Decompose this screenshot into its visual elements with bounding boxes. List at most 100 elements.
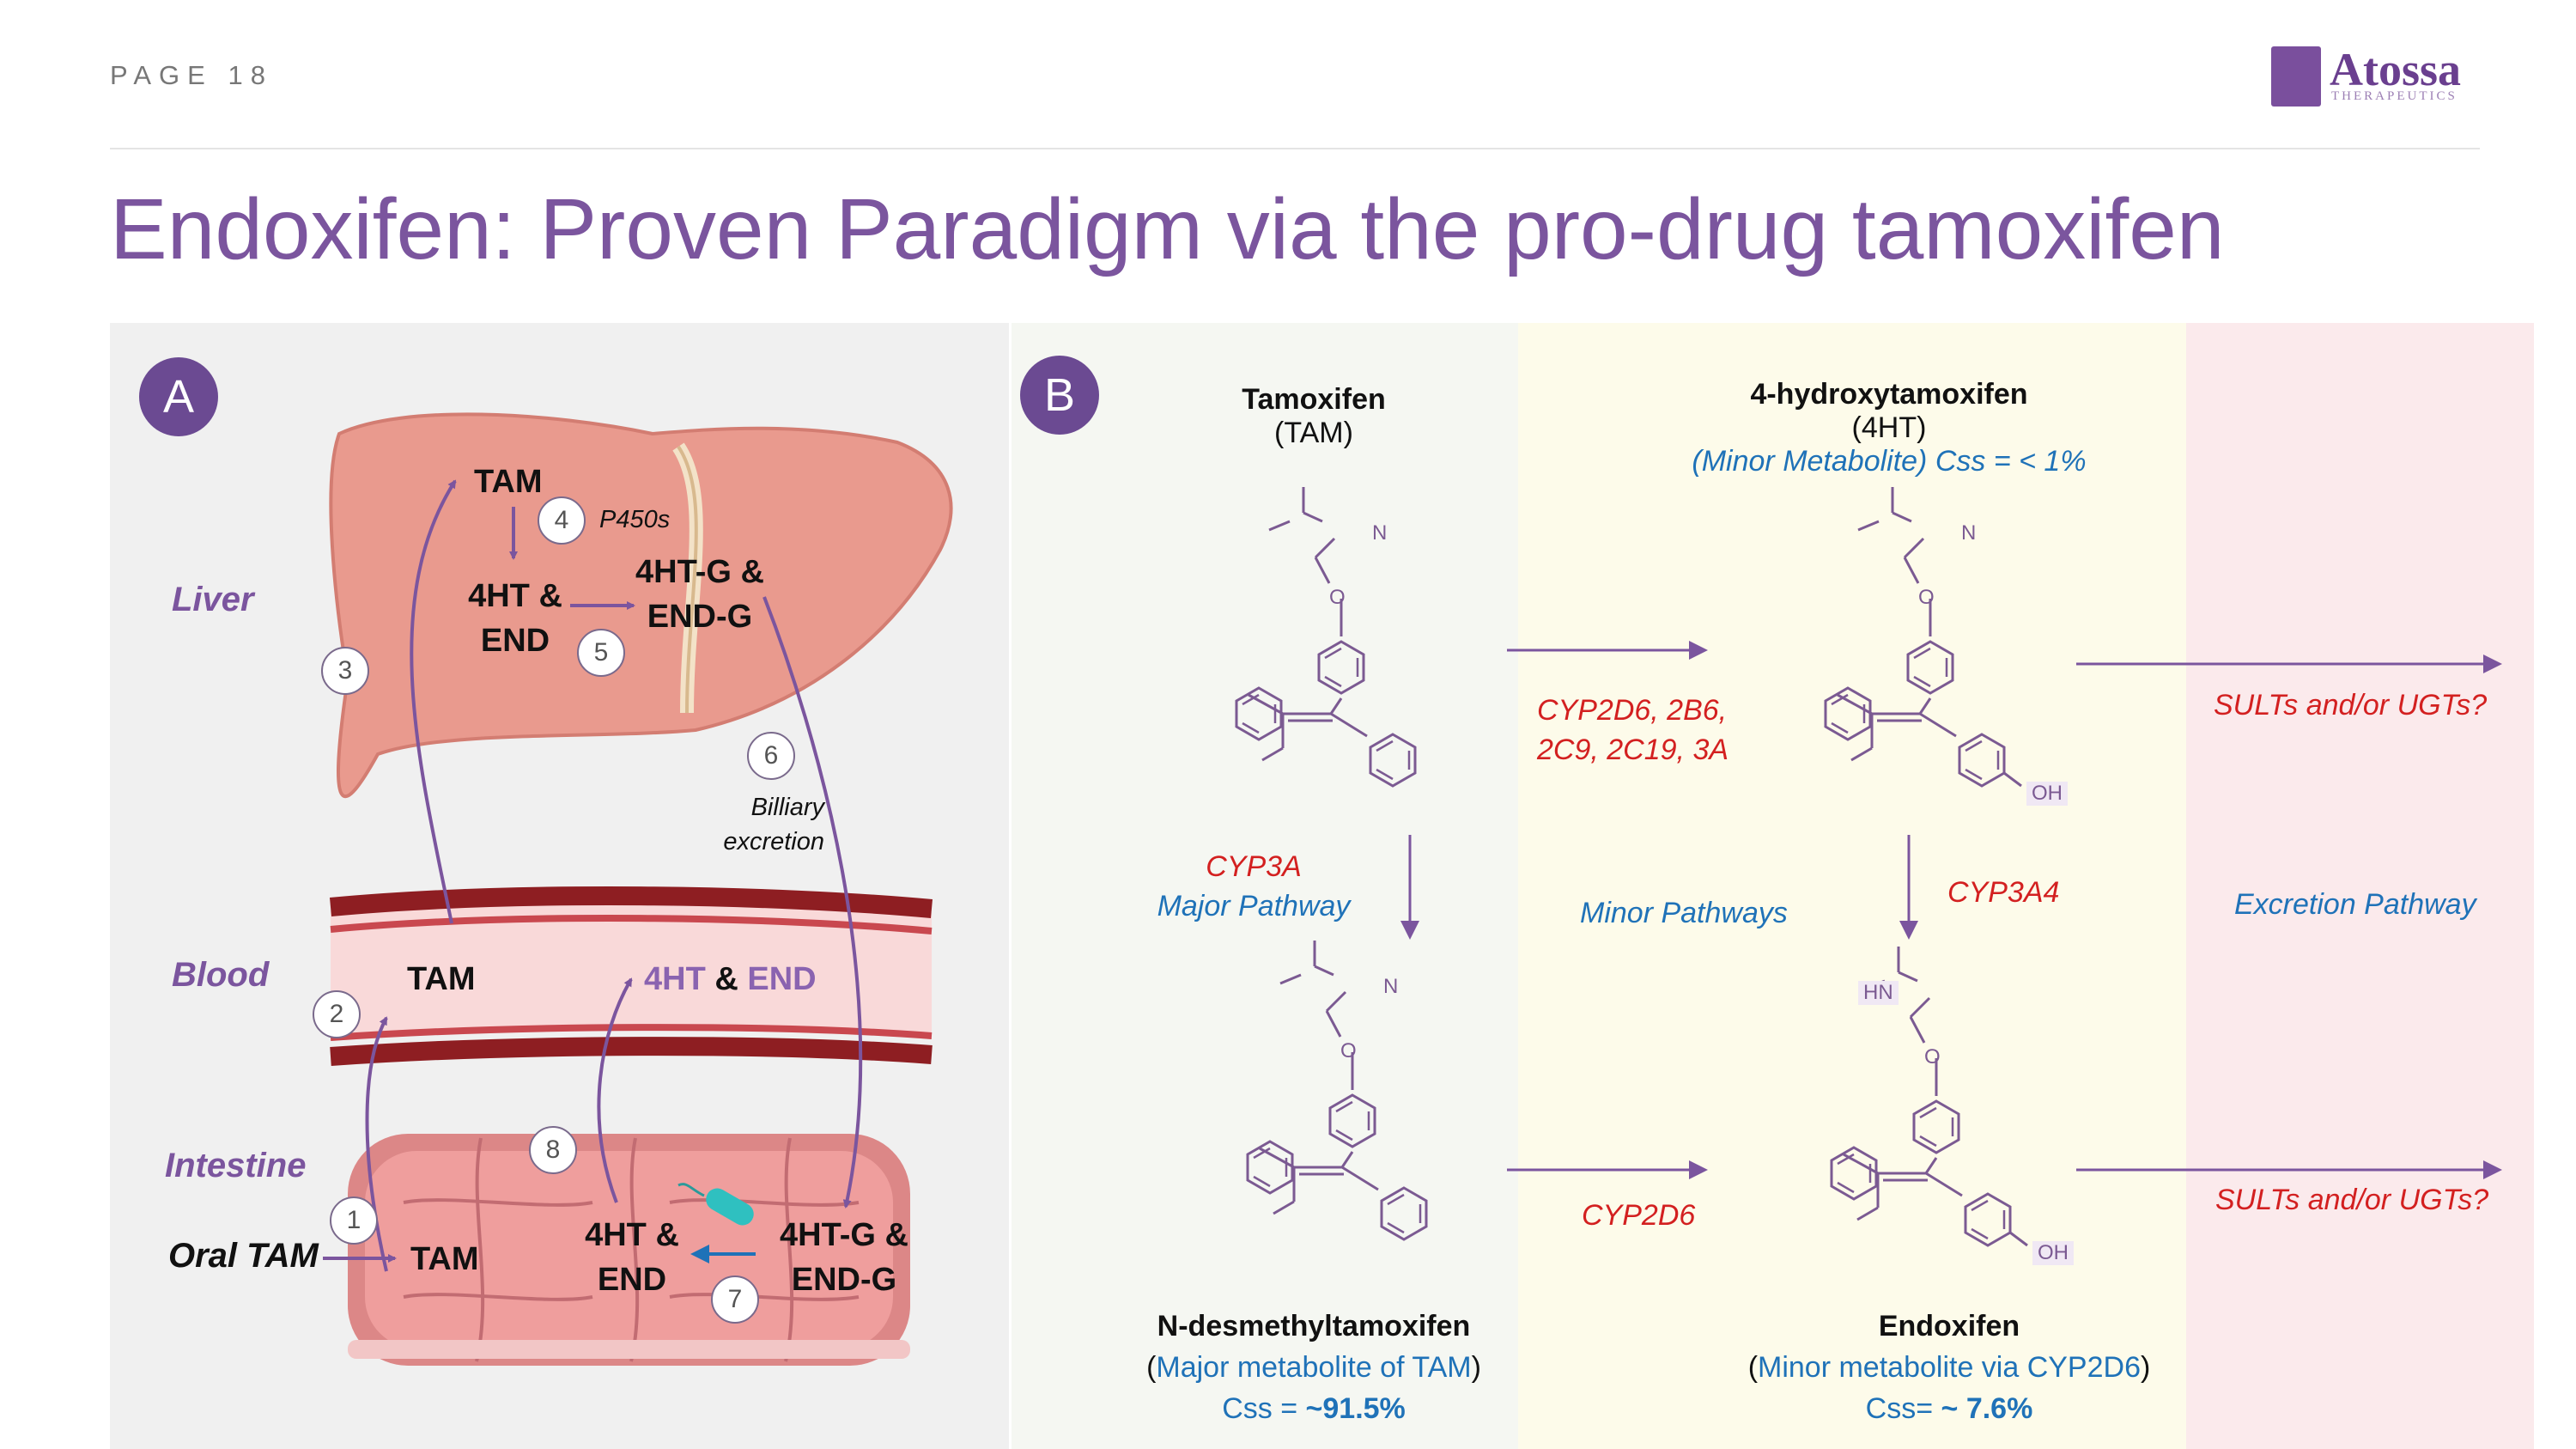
intestine-tam-label: TAM (410, 1241, 479, 1277)
endoxifen-name: Endoxifen (1878, 1310, 2020, 1342)
hydroxytamoxifen-structure (1824, 485, 2022, 788)
intestine-metabolites-line-1: 4HT & (585, 1217, 679, 1253)
liver-metabolites-line-2: END (480, 623, 550, 659)
intestine-glucuronides-line-2: END-G (791, 1262, 897, 1298)
biliary-excretion-label: Billiary excretion (670, 790, 824, 859)
hydroxytamoxifen-abbr: (4HT) (1851, 411, 1927, 444)
tam-o-atom: O (1329, 586, 1346, 609)
blood-4ht-text: 4HT (644, 961, 706, 997)
hydroxy-oh-group: OH (2026, 782, 2068, 806)
ndm-label: N-desmethyltamoxifen (Major metabolite o… (1073, 1306, 1554, 1429)
liver-glucuronides-line-1: 4HT-G & (635, 554, 764, 590)
ndm-css-label: Css = (1222, 1392, 1306, 1425)
enzyme-cyp3a4: CYP3A4 (1947, 876, 2060, 909)
panel-b-column-3 (2186, 323, 2534, 1449)
endoxifen-description-text: Minor metabolite via CYP2D6 (1758, 1351, 2141, 1384)
intestine-illustration (348, 1134, 910, 1366)
endoxifen-structure (1830, 945, 2028, 1247)
tamoxifen-abbr: (TAM) (1274, 417, 1353, 449)
tamoxifen-name: Tamoxifen (1242, 383, 1386, 416)
endoxifen-label: Endoxifen (Minor metabolite via CYP2D6) … (1692, 1306, 2207, 1429)
blood-vessel-illustration (329, 886, 933, 1066)
panel-b-badge: B (1020, 356, 1099, 435)
enzyme-cyp2d6: CYP2D6 (1582, 1199, 1696, 1232)
pathway-minor: Minor Pathways (1580, 897, 1788, 929)
panel-b-column-2 (1518, 323, 2186, 1449)
atossa-logo: Atossa THERAPEUTICS (2271, 44, 2477, 110)
ndm-css-value: ~91.5% (1305, 1392, 1406, 1425)
major-pathway-label: CYP3A Major Pathway (1133, 847, 1374, 926)
endoxifen-hn-group: HN (1858, 981, 1899, 1005)
p450-label: P450s (599, 506, 671, 533)
ndm-n-atom: N (1383, 975, 1399, 998)
liver-illustration (329, 412, 953, 799)
header-divider (110, 148, 2480, 149)
region-blood-label: Blood (172, 956, 270, 994)
pathway-major: Major Pathway (1157, 890, 1351, 922)
ndm-paren-open: ( (1146, 1351, 1157, 1384)
n-desmethyltamoxifen-structure (1246, 939, 1428, 1241)
logo-subtitle: THERAPEUTICS (2331, 89, 2458, 103)
hydroxytamoxifen-note: (Minor Metabolite) Css = < 1% (1692, 445, 2087, 478)
intestine-metabolites-line-2: END (597, 1262, 667, 1298)
step-7-marker: 7 (711, 1275, 759, 1324)
blood-metabolites-label: 4HT & END (644, 957, 817, 1002)
step-4-marker: 4 (538, 496, 586, 545)
enzyme-sult-bottom: SULTs and/or UGTs? (2215, 1184, 2489, 1216)
region-liver-label: Liver (172, 581, 254, 618)
ndm-css: Css = ~91.5% (1073, 1388, 1554, 1429)
step-8-marker: 8 (529, 1126, 577, 1174)
ndm-name: N-desmethyltamoxifen (1157, 1310, 1471, 1342)
tamoxifen-structure (1235, 485, 1417, 788)
ndm-description-text: Major metabolite of TAM (1156, 1351, 1472, 1384)
ndm-o-atom: O (1340, 1039, 1357, 1062)
intestine-metabolites-label: 4HT & END (572, 1213, 692, 1302)
enzyme-top-line-1: CYP2D6, 2B6, (1537, 694, 1728, 727)
intestine-glucuronides-label: 4HT-G & END-G (762, 1213, 926, 1302)
page-label: PAGE 18 (110, 60, 273, 90)
hydroxytamoxifen-label: 4-hydroxytamoxifen (4HT) (Minor Metaboli… (1631, 378, 2147, 478)
liver-metabolites-label: 4HT & END (455, 574, 575, 663)
hydroxy-n-atom: N (1961, 521, 1977, 545)
blood-end-text: END (747, 961, 817, 997)
step-1-marker: 1 (330, 1196, 378, 1245)
endoxifen-css-label: Css= (1865, 1392, 1941, 1425)
liver-tam-label: TAM (474, 464, 543, 500)
endoxifen-oh-group: OH (2032, 1241, 2074, 1265)
biliary-line-2: excretion (723, 828, 824, 855)
enzyme-cyp3a: CYP3A (1206, 850, 1302, 883)
enzyme-top-line-2: 2C9, 2C19, 3A (1537, 734, 1729, 766)
step-3-marker: 3 (321, 647, 369, 695)
liver-glucuronides-line-2: END-G (647, 599, 753, 635)
pathway-excretion: Excretion Pathway (2234, 888, 2476, 921)
step-6-marker: 6 (747, 732, 795, 780)
logo-mark-icon (2271, 46, 2321, 107)
endoxifen-o-atom: O (1924, 1045, 1941, 1068)
endoxifen-paren-open: ( (1747, 1351, 1759, 1384)
page-title: Endoxifen: Proven Paradigm via the pro-d… (110, 181, 2225, 277)
step-2-marker: 2 (313, 990, 361, 1038)
enzyme-sult-top: SULTs and/or UGTs? (2214, 689, 2488, 721)
step-5-marker: 5 (577, 629, 625, 677)
biliary-line-1: Billiary (750, 794, 824, 821)
panel-a-badge: A (139, 357, 218, 436)
panel-b-column-1 (1012, 323, 1518, 1449)
hydroxytamoxifen-name: 4-hydroxytamoxifen (1750, 378, 2028, 411)
endoxifen-css: Css= ~ 7.6% (1692, 1388, 2207, 1429)
liver-glucuronides-label: 4HT-G & END-G (618, 550, 781, 639)
endoxifen-description: (Minor metabolite via CYP2D6) (1692, 1347, 2207, 1388)
ndm-paren-close: ) (1471, 1351, 1481, 1384)
endoxifen-paren-close: ) (2140, 1351, 2151, 1384)
hydroxy-o-atom: O (1918, 586, 1935, 609)
tam-n-atom: N (1372, 521, 1388, 545)
endoxifen-css-value: ~ 7.6% (1941, 1392, 2033, 1425)
tamoxifen-label: Tamoxifen (TAM) (1185, 383, 1443, 450)
region-intestine-label: Intestine (165, 1147, 307, 1184)
ndm-description: (Major metabolite of TAM) (1073, 1347, 1554, 1388)
oral-tam-label: Oral TAM (168, 1237, 319, 1275)
blood-amp-text: & (714, 961, 738, 997)
enzyme-top-label: CYP2D6, 2B6, 2C9, 2C19, 3A (1537, 691, 1728, 770)
liver-metabolites-line-1: 4HT & (468, 578, 562, 614)
intestine-glucuronides-line-1: 4HT-G & (780, 1217, 908, 1253)
